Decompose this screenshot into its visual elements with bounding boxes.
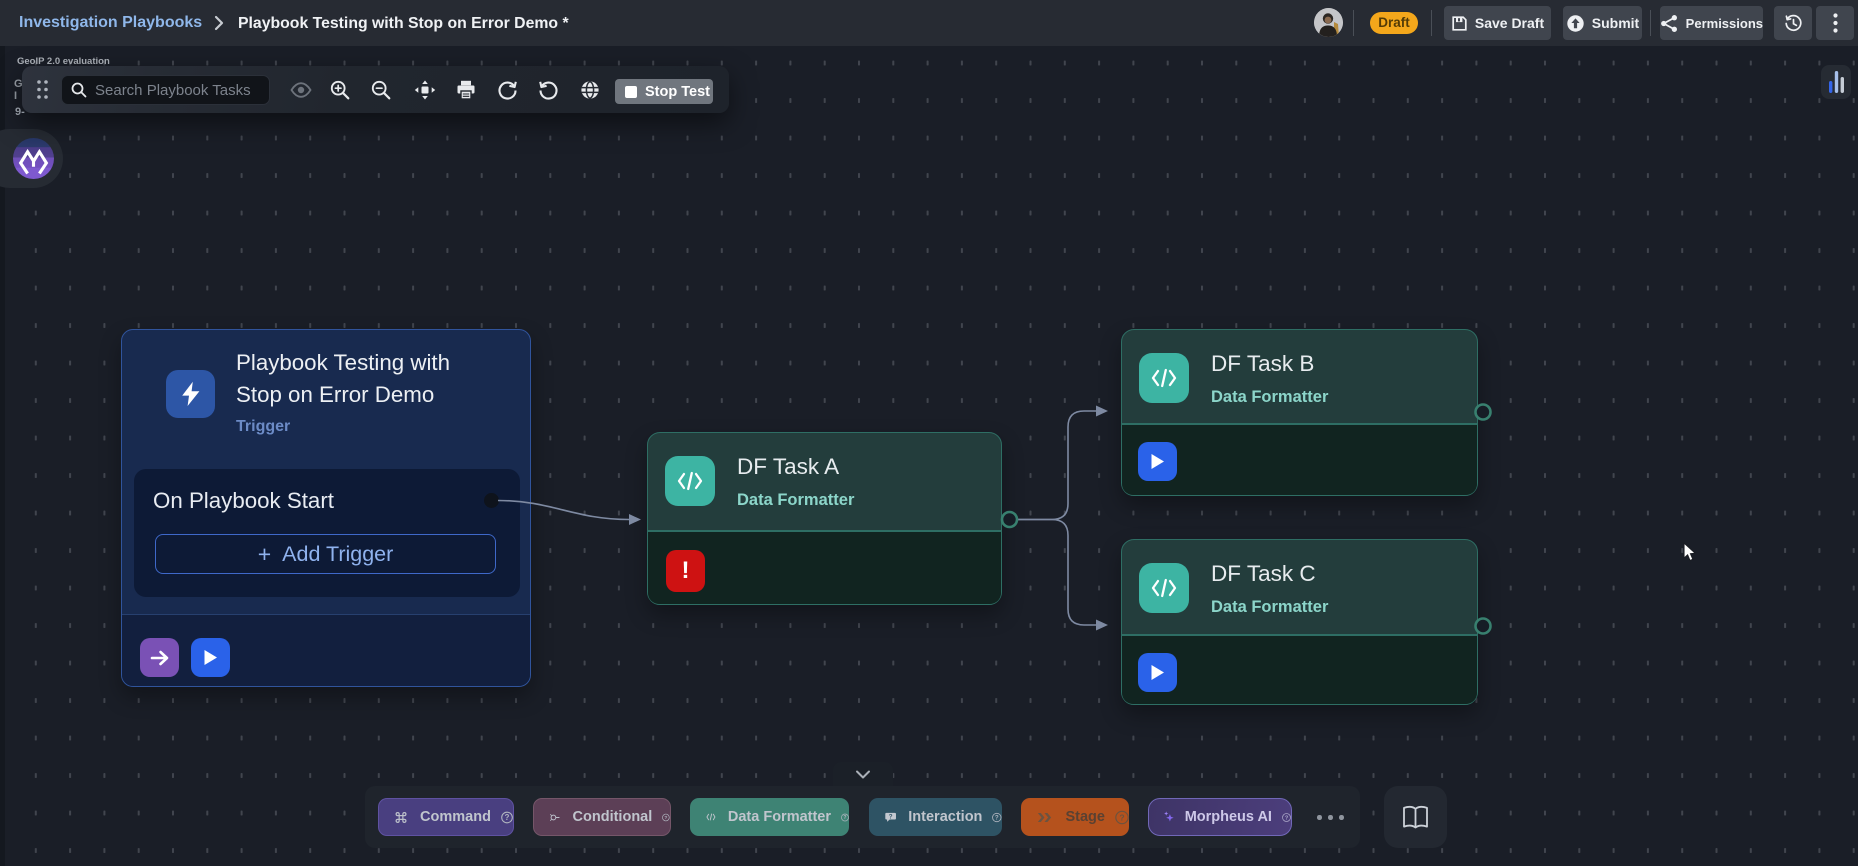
svg-text:?: ? — [843, 815, 846, 821]
svg-text:?: ? — [505, 812, 510, 821]
svg-text:?: ? — [665, 815, 668, 821]
svg-text:?: ? — [1119, 812, 1124, 822]
svg-text:?: ? — [995, 814, 999, 821]
svg-text:?: ? — [889, 813, 893, 820]
svg-text:?: ? — [1285, 815, 1289, 821]
